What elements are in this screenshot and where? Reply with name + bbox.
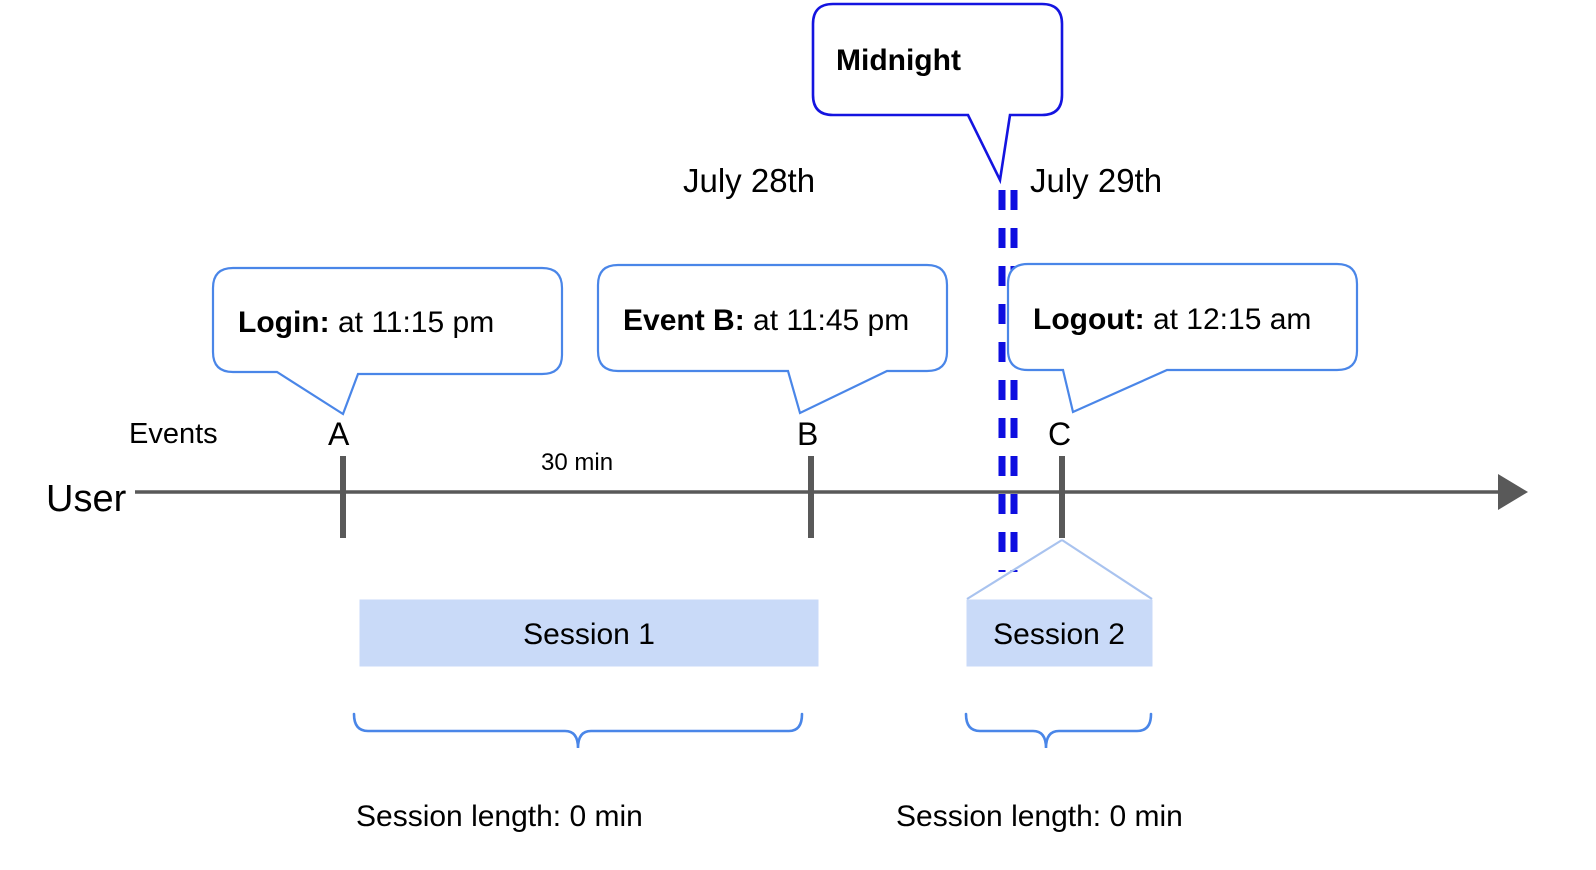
event-callout-logout-bold: Logout: xyxy=(1033,303,1145,336)
date-label-july-28: July 28th xyxy=(683,162,815,199)
session-bar-1-label: Session 1 xyxy=(523,618,655,651)
event-callout-event-b-rest: at 11:45 pm xyxy=(745,304,910,337)
event-callout-login-text: Login: at 11:15 pm xyxy=(238,306,494,339)
event-callout-event-b: Event B: at 11:45 pm xyxy=(596,263,949,415)
session-bar-2: Session 2 xyxy=(966,599,1153,667)
event-tick-marks xyxy=(340,456,1065,538)
gap-duration-label: 30 min xyxy=(541,449,613,476)
event-marker-label-a: A xyxy=(328,416,350,452)
session-2-length-brace: Session length: 0 min xyxy=(896,712,1183,833)
session-2-brace-path xyxy=(964,712,1153,749)
event-callout-login-rest: at 11:15 pm xyxy=(330,306,495,339)
session-1-brace-path xyxy=(352,712,804,749)
session-1-length-label: Session length: 0 min xyxy=(356,800,643,833)
midnight-callout-shape xyxy=(811,2,1064,185)
event-callout-login-shape xyxy=(211,266,564,416)
session-2-length-label: Session length: 0 min xyxy=(896,800,1183,833)
events-row-label: Events xyxy=(129,418,218,450)
event-marker-label-c: C xyxy=(1048,416,1071,452)
event-callout-event-b-text: Event B: at 11:45 pm xyxy=(623,304,909,337)
event-callout-login-bold: Login: xyxy=(238,306,330,339)
session-bar-2-label: Session 2 xyxy=(993,618,1125,651)
event-callout-event-b-bold: Event B: xyxy=(623,304,745,337)
event-callout-logout: Logout: at 12:15 am xyxy=(1006,262,1359,414)
midnight-callout-label: Midnight xyxy=(836,44,961,77)
session-bar-1-rect xyxy=(359,599,819,667)
event-callout-login: Login: at 11:15 pm xyxy=(211,266,564,416)
session-2-connector-right xyxy=(1061,539,1153,600)
session-1-length-brace: Session length: 0 min xyxy=(352,712,804,833)
event-callout-logout-shape xyxy=(1006,262,1359,414)
session-2-connector-left xyxy=(966,539,1063,600)
session-2-connector-lines xyxy=(966,539,1153,600)
midnight-callout: Midnight xyxy=(811,2,1064,185)
event-callout-logout-text: Logout: at 12:15 am xyxy=(1033,303,1311,336)
midnight-divider-lines xyxy=(998,190,1018,572)
session-bar-2-rect xyxy=(966,599,1153,667)
event-marker-label-b: B xyxy=(797,416,818,452)
timeline-arrow-head xyxy=(1498,474,1528,510)
timeline-axis: User xyxy=(46,474,1528,520)
session-bar-1: Session 1 xyxy=(359,599,819,667)
date-label-july-29: July 29th xyxy=(1030,162,1162,199)
event-callout-event-b-shape xyxy=(596,263,949,415)
timeline-row-label: User xyxy=(46,478,127,520)
event-callout-logout-rest: at 12:15 am xyxy=(1145,303,1312,336)
